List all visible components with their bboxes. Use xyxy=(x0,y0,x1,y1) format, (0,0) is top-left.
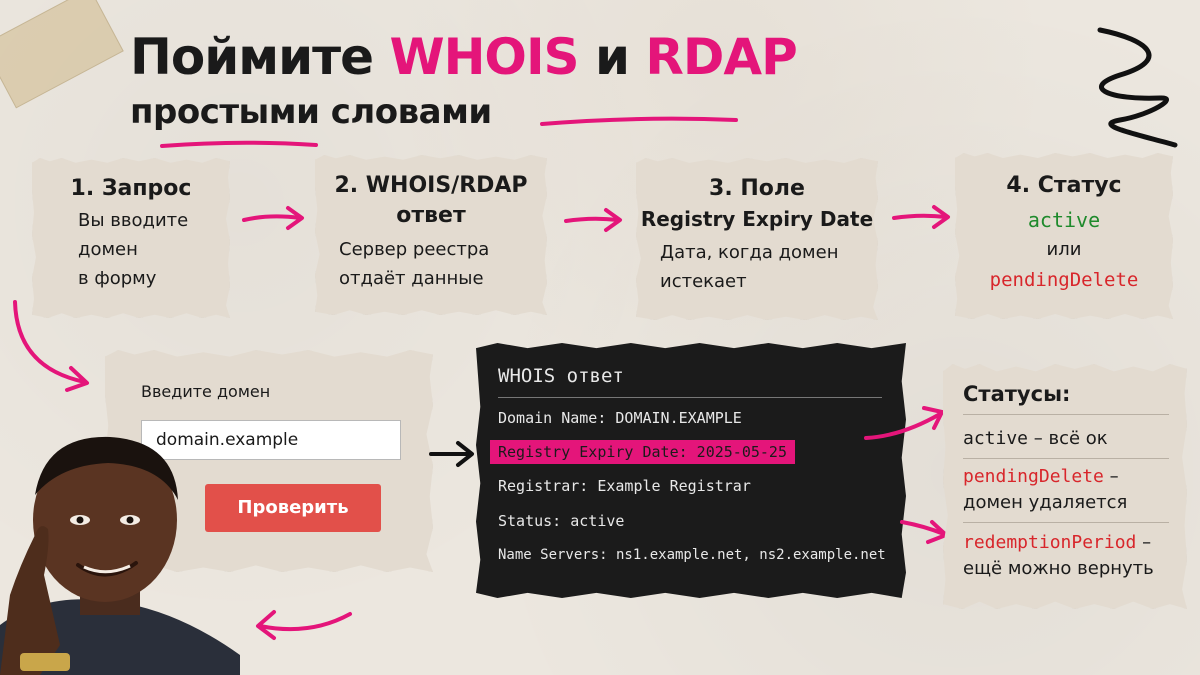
step-body-line: Дата, когда домен xyxy=(660,242,839,263)
step-title: 2. WHOIS/RDAP xyxy=(334,173,528,198)
domain-input[interactable]: domain.example xyxy=(141,420,401,460)
status-name: active xyxy=(963,428,1029,449)
step-title: 3. Поле xyxy=(709,176,805,201)
step-body-line: истекает xyxy=(660,271,747,292)
page-title: Поймите WHOIS и RDAP xyxy=(130,28,798,86)
domain-input-value: domain.example xyxy=(156,430,299,450)
step-title: 4. Статус xyxy=(1006,173,1122,198)
check-button[interactable]: Проверить xyxy=(205,484,381,532)
status-name: redemptionPeriod xyxy=(963,532,1137,553)
step-card-request: 1. Запрос Вы вводите домен в форму xyxy=(32,158,230,318)
step-body-line: отдаёт данные xyxy=(339,268,484,289)
arrow-right-icon xyxy=(892,205,950,229)
step-body-line: в форму xyxy=(78,268,157,289)
title-highlight-whois: WHOIS xyxy=(389,28,579,86)
whois-response-card: WHOIS ответ Domain Name: DOMAIN.EXAMPLE … xyxy=(476,343,906,598)
step-title: Registry Expiry Date xyxy=(640,207,874,231)
whois-title: WHOIS ответ xyxy=(498,365,624,387)
step-card-expiry-field: 3. Поле Registry Expiry Date Дата, когда… xyxy=(636,158,878,320)
check-button-label: Проверить xyxy=(237,497,349,518)
arrow-right-icon xyxy=(564,208,622,232)
status-name: pendingDelete xyxy=(963,466,1104,487)
whois-row-highlighted: Registry Expiry Date: 2025-05-25 xyxy=(490,440,795,464)
whois-row: Status: active xyxy=(498,512,625,530)
arrow-curve-icon xyxy=(13,300,89,392)
status-item-pending-delete: pendingDelete – домен удаляется xyxy=(963,466,1128,513)
whois-divider xyxy=(498,397,882,398)
divider xyxy=(963,414,1169,415)
status-item-redemption: redemptionPeriod – ещё можно вернуть xyxy=(963,532,1154,579)
step-body-line: Вы вводите xyxy=(78,210,189,231)
title-highlight-rdap: RDAP xyxy=(645,28,797,86)
status-pending-label: pendingDelete xyxy=(989,269,1139,291)
step-title: ответ xyxy=(396,203,466,228)
or-label: или xyxy=(1046,239,1082,260)
step-body-line: домен xyxy=(78,239,138,260)
step-card-response: 2. WHOIS/RDAP ответ Сервер реестра отдаё… xyxy=(315,155,547,315)
step-card-status: 4. Статус active или pendingDelete xyxy=(955,153,1173,319)
whois-row: Registrar: Example Registrar xyxy=(498,477,751,495)
statuses-card: Статусы: active – всё ок pendingDelete –… xyxy=(943,364,1187,609)
scribble-decoration xyxy=(1097,27,1178,148)
divider xyxy=(963,458,1169,459)
arrow-right-icon xyxy=(242,206,304,230)
title-underline-2 xyxy=(540,116,738,126)
page-subtitle: простыми словами xyxy=(130,92,492,132)
divider xyxy=(963,522,1169,523)
whois-row: Name Servers: ns1.example.net, ns2.examp… xyxy=(498,547,886,563)
arrow-right-icon xyxy=(429,441,474,467)
arrow-left-icon xyxy=(256,610,352,640)
form-label: Введите домен xyxy=(141,382,271,401)
status-active-label: active xyxy=(1027,208,1101,232)
step-title: 1. Запрос xyxy=(70,176,192,201)
title-underline xyxy=(160,140,318,148)
whois-row: Domain Name: DOMAIN.EXAMPLE xyxy=(498,409,742,427)
thinking-man-image xyxy=(0,425,240,675)
tape-decoration xyxy=(0,0,124,109)
step-body-line: Сервер реестра xyxy=(339,239,490,260)
arrow-right-icon xyxy=(864,406,944,440)
status-item-active: active – всё ок xyxy=(963,428,1108,449)
statuses-title: Статусы: xyxy=(963,382,1071,406)
